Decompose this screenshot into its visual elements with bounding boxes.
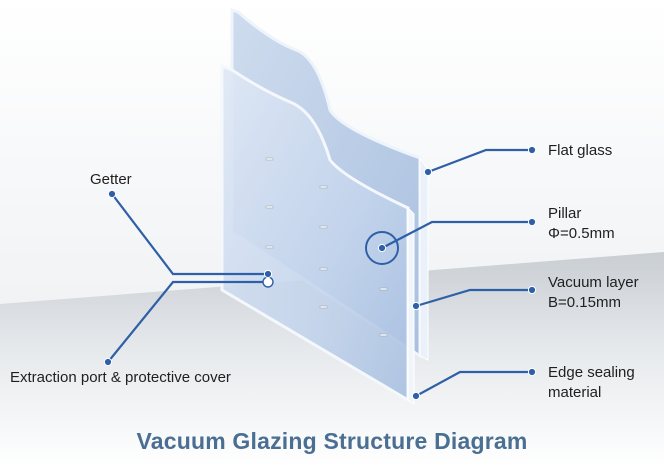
leader-flat-glass xyxy=(427,148,532,174)
dot-edge xyxy=(411,391,421,401)
pillar-dot xyxy=(265,245,274,249)
leader-edge xyxy=(415,370,532,397)
dot-flat-glass xyxy=(423,167,433,177)
dot-pillar-label xyxy=(527,217,537,227)
pillar-dot xyxy=(319,267,328,271)
label-edge-sealing-material: material xyxy=(548,384,602,401)
pillar-dot xyxy=(319,225,328,229)
dot-flat-glass-label xyxy=(527,145,537,155)
leader-extraction xyxy=(107,280,266,363)
label-getter: Getter xyxy=(90,171,132,188)
pillar-dot xyxy=(265,157,274,161)
leader-endpoints xyxy=(103,145,537,401)
dot-vacuum xyxy=(411,301,421,311)
pillar-dot xyxy=(319,185,328,189)
pillar-dot xyxy=(265,205,274,209)
leader-getter xyxy=(111,193,268,276)
dot-getter xyxy=(263,269,273,279)
label-pillar-diameter: Φ=0.5mm xyxy=(548,225,615,242)
label-pillar: Pillar xyxy=(548,205,582,222)
pillar-dot xyxy=(379,287,388,291)
label-vacuum-layer: Vacuum layer xyxy=(548,274,639,291)
diagram-title: Vacuum Glazing Structure Diagram xyxy=(136,428,528,454)
dot-getter-label xyxy=(107,189,117,199)
label-vacuum-thickness: B=0.15mm xyxy=(548,294,621,311)
leader-pillar xyxy=(381,220,532,249)
label-flat-glass: Flat glass xyxy=(548,142,613,159)
pillar-dot xyxy=(319,305,328,309)
pillar-highlight-ring xyxy=(365,231,399,265)
dot-extraction-label xyxy=(103,357,113,367)
background-floor xyxy=(0,252,664,467)
dot-vacuum-label xyxy=(527,285,537,295)
leader-lines xyxy=(107,148,532,397)
dot-edge-label xyxy=(527,367,537,377)
front-glass-pane xyxy=(220,63,415,405)
pillar-dot xyxy=(379,333,388,337)
label-extraction-port: Extraction port & protective cover xyxy=(10,369,231,386)
extraction-port-ring xyxy=(262,276,274,288)
label-edge-sealing: Edge sealing xyxy=(548,364,635,381)
dot-pillar xyxy=(377,243,387,253)
leader-vacuum xyxy=(415,288,532,308)
